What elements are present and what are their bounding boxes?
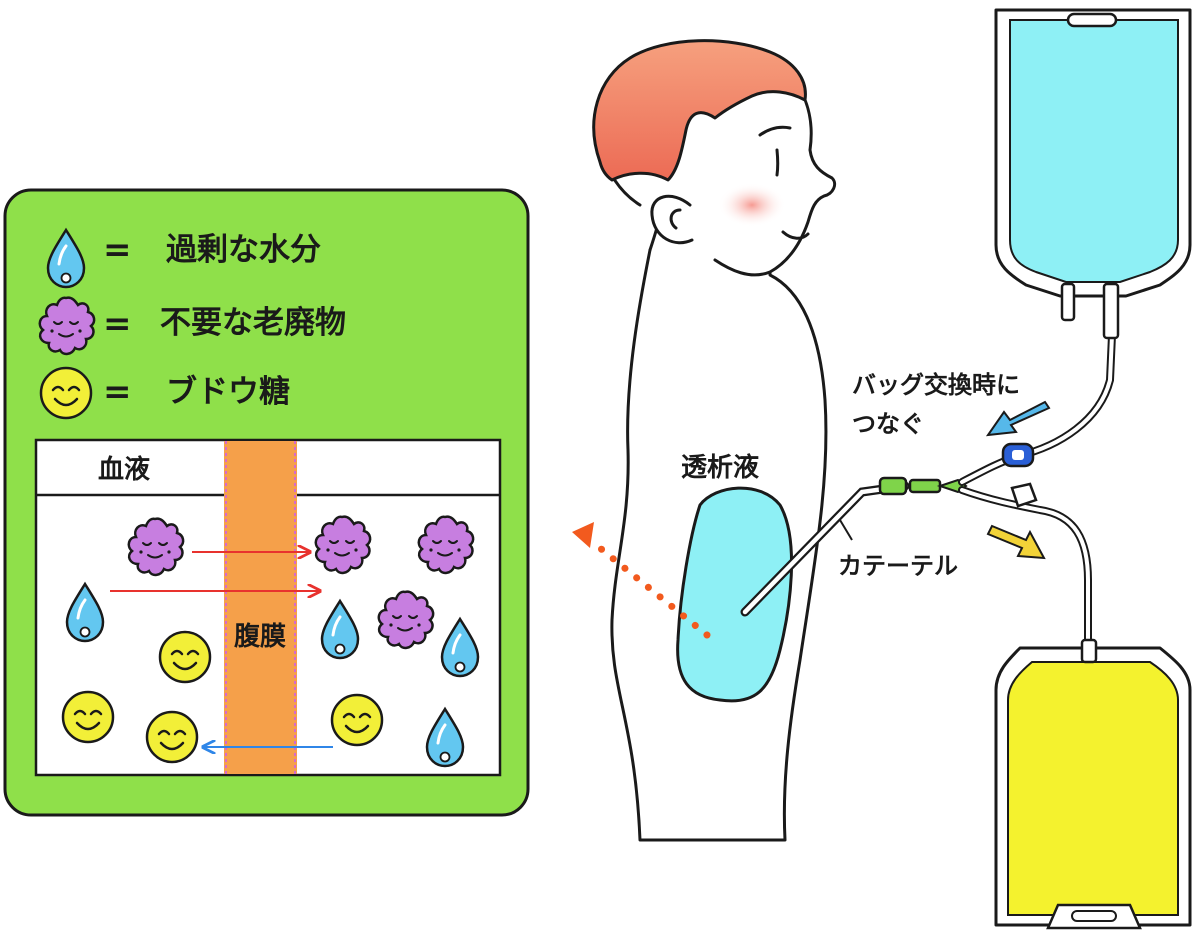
drain-line-outer <box>958 486 1092 654</box>
cheek-blush <box>718 183 786 227</box>
drain-bag-port <box>1080 638 1098 664</box>
fresh-bag-hanger-hole <box>1066 12 1118 28</box>
fresh-bag-fluid <box>1009 19 1179 283</box>
drain-bag <box>994 638 1192 930</box>
blood-glucose-icon-3 <box>145 710 199 764</box>
legend-waste-label: 不要な老廃物 <box>160 305 346 341</box>
legend-glucose-equals: = <box>103 372 132 412</box>
dialysate-waste-icon <box>314 515 372 575</box>
peritoneal-dialysate <box>676 486 793 703</box>
dialysate-waste-icon-3 <box>377 590 435 650</box>
dialysate-label: 透析液 <box>681 453 759 483</box>
ear-inner <box>669 208 682 230</box>
drain-bag-fluid <box>1007 661 1179 916</box>
eye <box>775 148 780 177</box>
waste-particle-icon <box>38 296 96 356</box>
eyebrow <box>758 125 792 137</box>
connect-arrow-icon <box>985 400 1051 437</box>
legend-water: = 過剰な水分 <box>46 228 321 289</box>
fresh-dialysate-bag <box>994 8 1192 340</box>
fresh-bag-port-right <box>1102 282 1120 340</box>
legend-waste-equals: = <box>103 304 132 344</box>
peritoneal-membrane: 腹膜 <box>224 441 297 774</box>
membrane-label: 腹膜 <box>233 621 286 652</box>
legend-glucose-label: ブドウ糖 <box>166 374 290 410</box>
blood-glucose-icon-2 <box>61 690 115 744</box>
connect-note-line2: つなぐ <box>852 410 924 438</box>
mechanism-panel: = 過剰な水分 = 不要な老廃物 = ブドウ糖 血液 腹膜 <box>3 188 530 817</box>
dialysate-waste-icon-2 <box>417 515 475 575</box>
dialysate-glucose-icon <box>330 693 384 747</box>
blood-waste-icon <box>127 517 185 577</box>
drain-arrow-icon <box>986 524 1046 560</box>
hair <box>592 39 807 182</box>
legend-water-equals: = <box>103 230 132 270</box>
transfer-set-connector <box>878 476 908 496</box>
catheter-label: カテーテル <box>838 552 958 580</box>
connect-note-line1: バッグ交換時に <box>852 371 1020 399</box>
fresh-bag-port-left <box>1060 282 1076 322</box>
catheter-system: カテーテル バッグ交換時に つなぐ <box>740 331 1116 654</box>
drain-line-clamp <box>1010 482 1038 508</box>
blood-glucose-icon <box>158 630 212 684</box>
glucose-smiley-icon <box>39 366 93 420</box>
exchange-box: 血液 腹膜 <box>34 438 502 777</box>
patient-figure: 透析液 <box>572 39 837 842</box>
fill-line-clamp-hole <box>1012 450 1024 460</box>
zoom-link-arrowhead <box>572 522 594 548</box>
legend-water-label: 過剰な水分 <box>166 232 321 268</box>
mouth <box>781 230 810 240</box>
legend-glucose: = ブドウ糖 <box>39 366 290 420</box>
transfer-set-tube <box>908 478 942 494</box>
legend-waste: = 不要な老廃物 <box>38 296 346 356</box>
blood-label: 血液 <box>98 455 150 485</box>
drain-bag-bottom-hole <box>1071 910 1117 922</box>
catheter-pointer-line <box>839 519 853 541</box>
drain-line-inner <box>960 488 1090 652</box>
